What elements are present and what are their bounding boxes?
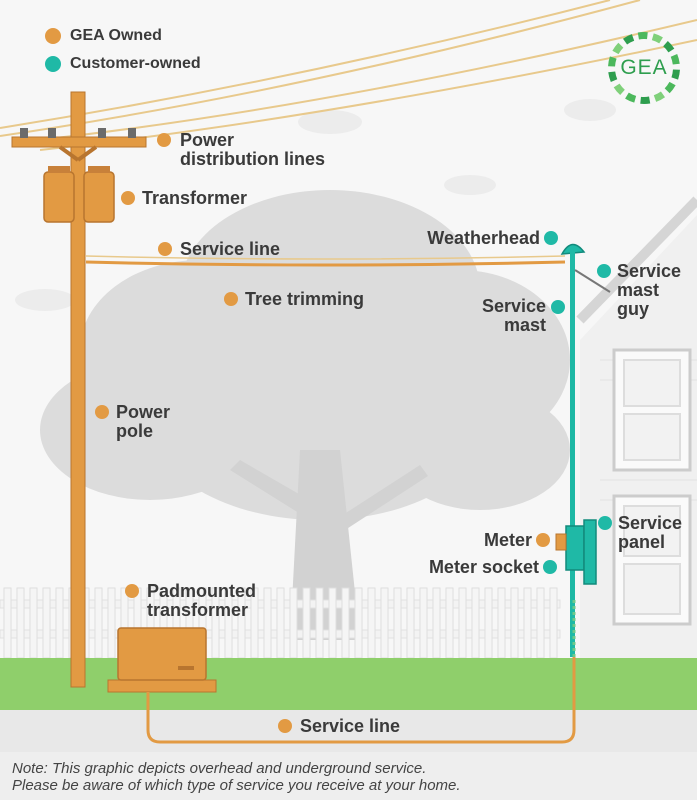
label-service-panel: Service panel: [618, 513, 683, 552]
logo-ring-segment: [608, 71, 618, 82]
fence-picket: [289, 587, 298, 659]
transformer-dot: [121, 191, 135, 205]
logo-ring-segment: [664, 81, 676, 94]
fence-picket: [549, 587, 558, 659]
fence-pickets: [3, 587, 558, 659]
logo-ring-segment: [612, 42, 624, 55]
logo-ring-segment: [625, 92, 637, 103]
service-mast-guy-dot: [597, 264, 611, 278]
label-meter-socket: Meter socket: [428, 557, 539, 577]
fence-picket: [367, 587, 376, 659]
fence-picket: [406, 587, 415, 659]
overhead-service-line: [85, 260, 566, 267]
footnote-line-1: Note: This graphic depicts overhead and …: [12, 760, 427, 777]
fence-picket: [16, 587, 25, 659]
weatherhead-dot: [544, 231, 558, 245]
fence-picket: [341, 587, 350, 659]
label-transformer: Transformer: [142, 188, 248, 208]
logo-ring-segment: [653, 91, 666, 102]
label-service-line-overhead: Service line: [180, 239, 281, 259]
gea-logo-text: GEA: [620, 56, 668, 79]
logo-ring-segment: [613, 83, 625, 95]
logo-ring-segment: [670, 54, 680, 65]
gea-logo-ring: [608, 31, 680, 104]
fence-picket: [536, 587, 545, 659]
logo-ring-segment: [671, 69, 680, 80]
service-panel-dot: [598, 516, 612, 530]
fence-picket: [432, 587, 441, 659]
footnote: Note: This graphic depicts overhead and …: [12, 760, 692, 794]
legend-customer-dot: [45, 56, 61, 72]
label-tree-trimming: Tree trimming: [245, 289, 365, 309]
logo-ring-segment: [651, 33, 663, 44]
fence-picket: [94, 587, 103, 659]
weatherhead: [560, 243, 586, 264]
label-service-mast: Service mast: [481, 296, 546, 335]
logo-ring-segment: [608, 56, 617, 67]
service-line-overhead-dot: [158, 242, 172, 256]
fence-picket: [523, 587, 532, 659]
service-line-underground-dot: [278, 719, 292, 733]
fence-picket: [29, 587, 38, 659]
padmounted-transformer-dot: [125, 584, 139, 598]
meter-face: [555, 533, 567, 551]
logo-ring-segment: [640, 96, 651, 104]
label-weatherhead: Weatherhead: [427, 228, 540, 248]
logo-ring-segment: [622, 34, 635, 45]
fence-picket: [445, 587, 454, 659]
fence-picket: [315, 587, 324, 659]
service-mast-dot: [551, 300, 565, 314]
fence-picket: [42, 587, 51, 659]
fence-picket: [380, 587, 389, 659]
underground-service-line: [146, 657, 576, 744]
footnote-line-2: Please be aware of which type of service…: [12, 777, 461, 794]
padmounted-transformer: [107, 627, 217, 693]
tree-trimming-dot: [224, 292, 238, 306]
fence-picket: [3, 587, 12, 659]
service-panel-box: [583, 519, 597, 585]
pole-transformers: [43, 166, 115, 223]
label-service-line-underground: Service line: [300, 716, 401, 736]
label-padmounted-transformer: Padmounted transformer: [147, 581, 257, 620]
fence-picket: [393, 587, 402, 659]
label-service-mast-guy: Service mast guy: [617, 261, 682, 319]
meter-socket-box: [565, 525, 585, 571]
fence-picket: [107, 587, 116, 659]
fence-picket: [419, 587, 428, 659]
fence-picket: [484, 587, 493, 659]
legend-customer-owned: Customer-owned: [70, 55, 201, 72]
label-power-distribution-lines: Power distribution lines: [180, 130, 326, 169]
legend-gea-owned: GEA Owned: [70, 27, 162, 44]
label-power-pole: Power pole: [116, 402, 171, 441]
fence-picket: [276, 587, 285, 659]
grass: [0, 658, 697, 710]
fence-picket: [302, 587, 311, 659]
service-mast-guy-wire: [574, 269, 611, 293]
service-mast-pipe: [570, 262, 575, 657]
fence-picket: [328, 587, 337, 659]
meter-socket-dot: [543, 560, 557, 574]
power-pole-dot: [95, 405, 109, 419]
fence-picket: [354, 587, 363, 659]
logo-ring-segment: [663, 41, 675, 53]
logo-ring-segment: [637, 31, 648, 40]
fence-picket: [471, 587, 480, 659]
meter-dot: [536, 533, 550, 547]
house: [576, 196, 697, 660]
fence-picket: [510, 587, 519, 659]
fence-picket: [458, 587, 467, 659]
legend-gea-dot: [45, 28, 61, 44]
label-meter: Meter: [483, 530, 532, 550]
fence-picket: [55, 587, 64, 659]
fence-picket: [263, 587, 272, 659]
power-distribution-lines-dot: [157, 133, 171, 147]
clouds: [15, 99, 616, 311]
fence-picket: [497, 587, 506, 659]
power-pole: [11, 91, 147, 688]
